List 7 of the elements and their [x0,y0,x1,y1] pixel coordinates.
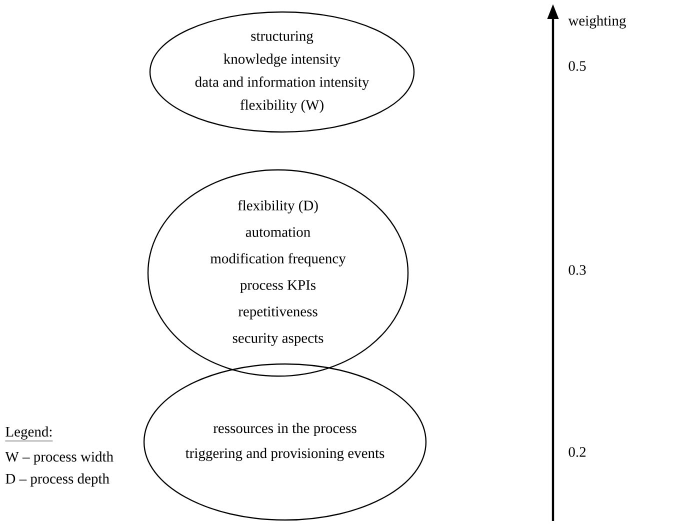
weight-value: 0.3 [568,265,586,275]
axis-label: weighting [568,15,626,29]
legend-text: W – process width [5,451,114,465]
legend-text: D – process depth [6,473,110,487]
weight-value: 0.5 [568,61,586,71]
legend-text: Legend: [5,426,53,442]
weight-value: 0.2 [568,447,586,457]
